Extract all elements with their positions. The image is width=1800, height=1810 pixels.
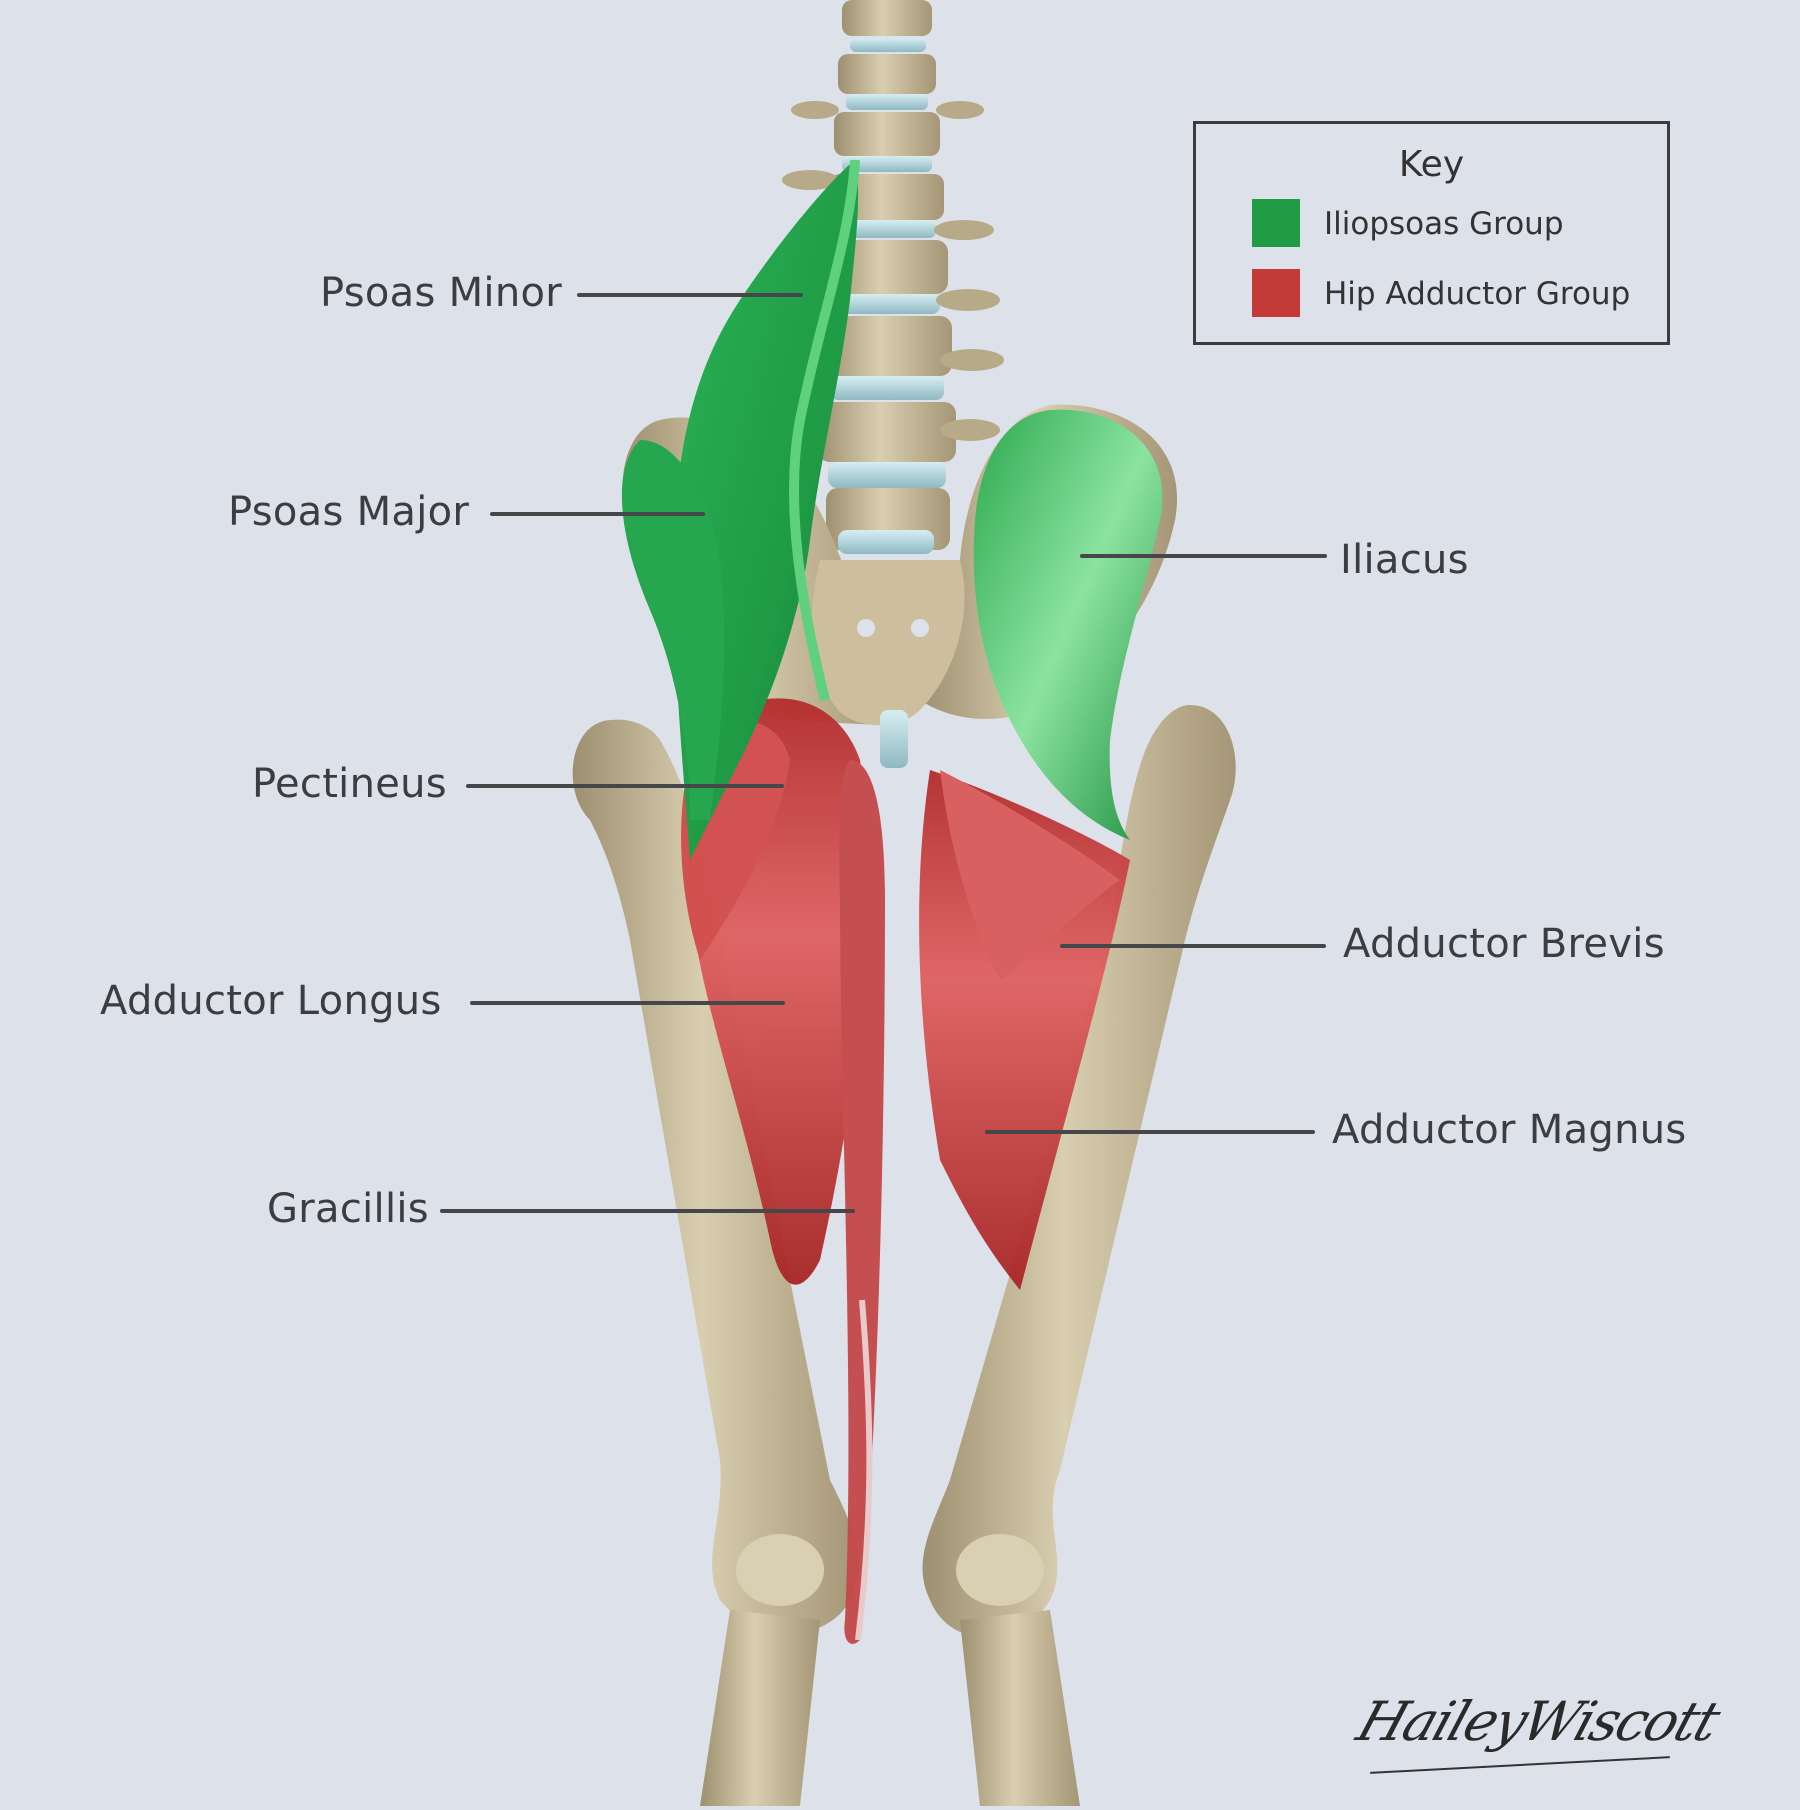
disc bbox=[830, 376, 944, 400]
iliopsoas-legend-label: Iliopsoas Group bbox=[1324, 206, 1564, 242]
left-iliacus-muscle bbox=[621, 440, 725, 820]
disc bbox=[850, 38, 926, 52]
adductor-brevis-label: Adductor Brevis bbox=[1343, 921, 1665, 967]
psoas-major-leader bbox=[490, 512, 705, 516]
adductor-longus-label: Adductor Longus bbox=[100, 978, 442, 1024]
adductor-group bbox=[681, 698, 1130, 1644]
femurs bbox=[572, 705, 1236, 1806]
artist-signature: HaileyWiscott bbox=[1349, 1690, 1727, 1753]
psoas-minor-leader bbox=[577, 293, 803, 297]
pectineus-label: Pectineus bbox=[252, 761, 447, 807]
vertebra bbox=[838, 54, 936, 94]
vertebra bbox=[822, 316, 952, 376]
left-tibia bbox=[700, 1610, 820, 1806]
vertebra bbox=[826, 240, 948, 294]
vertebra bbox=[818, 402, 956, 462]
disc bbox=[838, 220, 936, 238]
gracilis-leader bbox=[440, 1209, 855, 1213]
adductor-swatch bbox=[1252, 269, 1300, 317]
adductor-magnus-leader bbox=[985, 1130, 1315, 1134]
disc bbox=[846, 94, 928, 110]
gracilis-muscle bbox=[839, 760, 885, 1644]
vertebra bbox=[830, 174, 944, 220]
disc bbox=[834, 294, 940, 314]
iliacus-leader bbox=[1080, 554, 1327, 558]
legend-title: Key bbox=[1398, 144, 1465, 185]
adductor-legend-label: Hip Adductor Group bbox=[1324, 276, 1631, 312]
adductor-brevis-muscle bbox=[940, 770, 1120, 980]
left-femur bbox=[572, 719, 859, 1634]
legend-box: Key Iliopsoas Group Hip Adductor Group bbox=[1193, 121, 1670, 345]
adductor-magnus-label: Adductor Magnus bbox=[1332, 1107, 1687, 1153]
iliacus-muscle bbox=[973, 409, 1163, 840]
pectineus-leader bbox=[466, 784, 784, 788]
disc bbox=[828, 462, 946, 488]
sacrum bbox=[811, 560, 965, 726]
iliopsoas-group bbox=[621, 159, 1163, 860]
pubic-symphysis bbox=[880, 710, 908, 768]
disc bbox=[838, 530, 934, 554]
vertebra bbox=[842, 0, 932, 36]
disc bbox=[842, 156, 932, 172]
psoas-minor-muscle bbox=[789, 159, 860, 702]
spine bbox=[782, 0, 1004, 554]
iliacus-label: Iliacus bbox=[1340, 537, 1469, 583]
adductor-brevis-leader bbox=[1060, 944, 1326, 948]
gracilis-label: Gracillis bbox=[267, 1186, 429, 1232]
right-femur bbox=[922, 705, 1236, 1638]
right-tibia bbox=[960, 1610, 1080, 1806]
psoas-major-label: Psoas Major bbox=[228, 489, 470, 535]
vertebra bbox=[834, 112, 940, 156]
adductor-longus-leader bbox=[470, 1001, 785, 1005]
iliopsoas-swatch bbox=[1252, 199, 1300, 247]
psoas-minor-label: Psoas Minor bbox=[320, 270, 562, 316]
